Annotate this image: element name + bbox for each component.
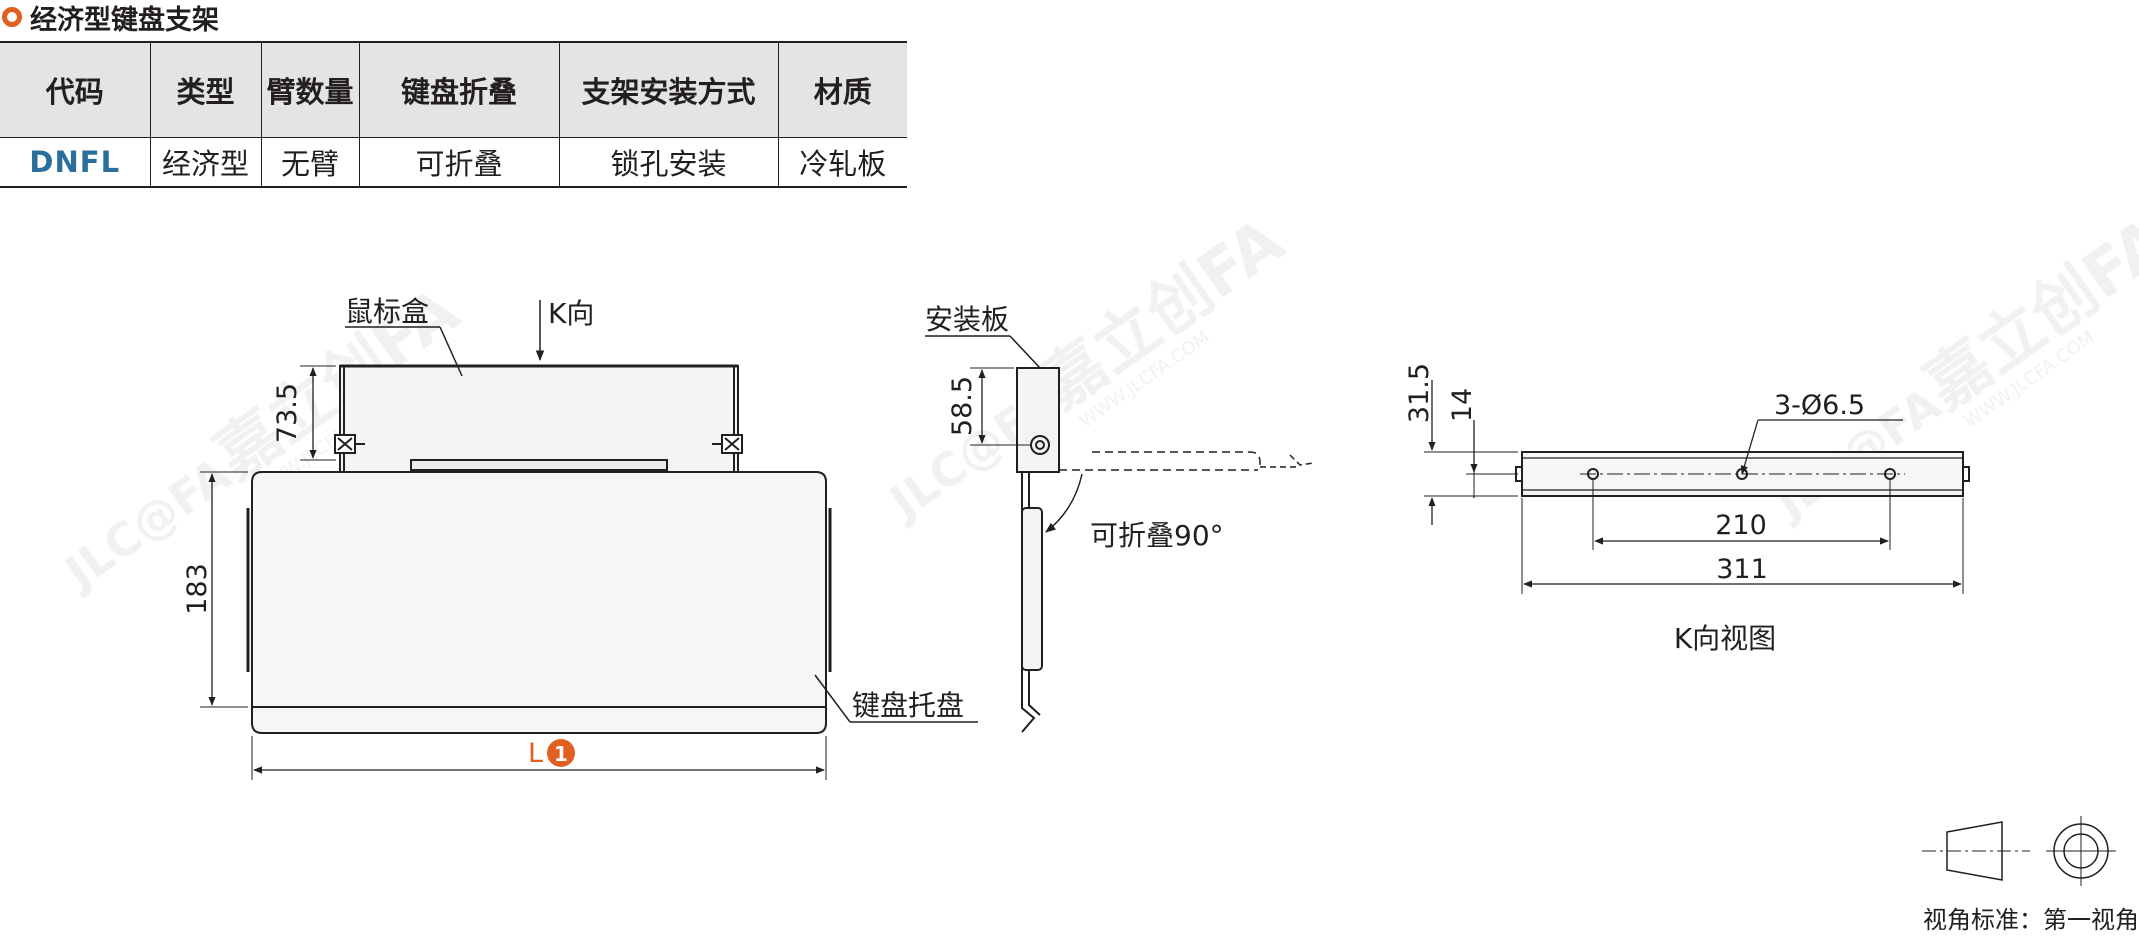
header-code: 代码 (0, 42, 151, 138)
dim-210: 210 (1715, 510, 1767, 541)
cell-mount: 锁孔安装 (559, 137, 779, 187)
dim-plate-height: 58.5 (947, 376, 978, 436)
watermark-right: JLC@FA 嘉立创FA WWW.JLCFA.COM (1763, 204, 2139, 531)
hole-3 (1884, 468, 1896, 480)
length-badge: 1 (554, 742, 568, 766)
table-row: DNFL 经济型 无臂 可折叠 锁孔安装 冷轧板 (0, 137, 907, 187)
hinge-bolt-left (334, 434, 365, 454)
pivot-outer (1030, 435, 1050, 455)
cell-code[interactable]: DNFL (0, 137, 151, 187)
cell-arm-count: 无臂 (261, 137, 360, 187)
dim-311: 311 (1716, 554, 1768, 585)
header-mount: 支架安装方式 (559, 42, 779, 138)
mouse-box (339, 365, 739, 476)
mount-plate (1016, 367, 1060, 473)
keyboard-tray (251, 471, 827, 734)
tray-label: 键盘托盘 (852, 689, 964, 722)
front-view (200, 300, 978, 780)
unfolded-tray (1059, 451, 1261, 471)
header-arm-count: 臂数量 (261, 42, 360, 138)
spec-table: 代码 类型 臂数量 键盘折叠 支架安装方式 材质 DNFL 经济型 无臂 可折叠… (0, 41, 907, 188)
cell-fold: 可折叠 (359, 137, 560, 187)
dim-tray-height: 183 (182, 563, 213, 615)
dim-31-5: 31.5 (1404, 363, 1435, 423)
hinge-bar (410, 459, 668, 471)
mouse-box-label: 鼠标盒 (345, 295, 429, 328)
ring-icon (2, 7, 22, 27)
dim-box-height: 73.5 (272, 383, 303, 443)
header-type: 类型 (150, 42, 262, 138)
watermark-text: 嘉立创FA (1027, 204, 1297, 424)
table-header-row: 代码 类型 臂数量 键盘折叠 支架安装方式 材质 (0, 42, 907, 138)
tray-rail (1021, 507, 1043, 671)
dim-14: 14 (1447, 388, 1478, 422)
projection-label: 视角标准：第一视角 (1923, 906, 2139, 934)
cell-material: 冷轧板 (799, 146, 887, 181)
k-view (1424, 380, 1970, 594)
title-bar: 经济型键盘支架 (0, 0, 219, 36)
hinge-bolt-right (712, 434, 743, 454)
cell-type: 经济型 (150, 137, 262, 187)
fold-label: 可折叠90° (1090, 519, 1224, 552)
header-fold: 键盘折叠 (359, 42, 560, 138)
watermark-middle: JLC@FA 嘉立创FA WWW.JLCFA.COM (878, 204, 1298, 531)
first-angle-projection-icon (1922, 816, 2116, 886)
mount-plate-label: 安装板 (925, 303, 1009, 336)
length-badge-circle (547, 739, 575, 767)
section-title: 经济型键盘支架 (30, 4, 219, 36)
length-label: L (528, 738, 543, 769)
fold-arrow (1045, 473, 1083, 533)
hole-1 (1587, 468, 1599, 480)
header-material: 材质 (778, 42, 907, 138)
pivot-inner (1035, 440, 1045, 450)
side-view (925, 335, 1314, 733)
k-direction-label: K向 (548, 297, 594, 330)
k-view-caption: K向视图 (1674, 622, 1776, 655)
hole-label: 3-Ø6.5 (1774, 390, 1865, 421)
